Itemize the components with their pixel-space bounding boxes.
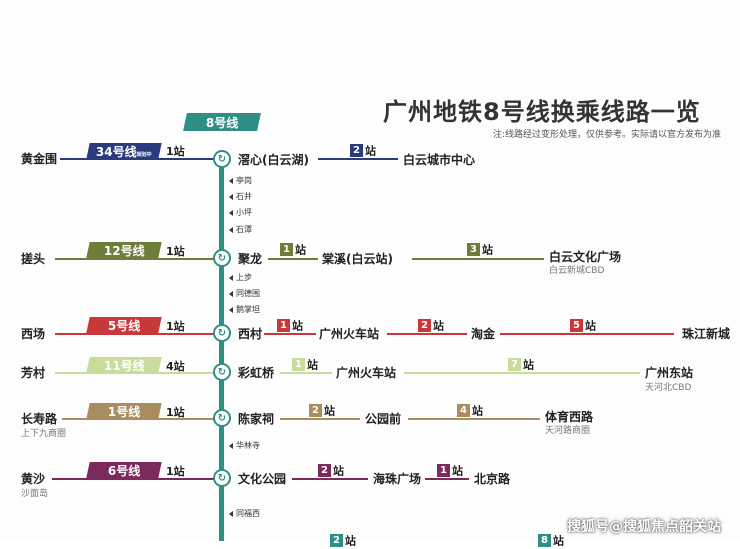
hub-station: 滘心(白云湖) bbox=[238, 153, 309, 167]
branch-line bbox=[268, 258, 318, 260]
branch-line bbox=[412, 258, 544, 260]
minor-station: 石潭 bbox=[229, 224, 252, 235]
hub-station: 彩虹桥 bbox=[238, 366, 275, 380]
side-subtitle: 沙面岛 bbox=[21, 489, 49, 499]
main-line-badge: 8号线 bbox=[183, 113, 261, 131]
terminal-subtitle: 天河北CBD bbox=[645, 383, 692, 393]
branch-line bbox=[387, 333, 467, 335]
branch-line bbox=[318, 158, 398, 160]
line-badge: 5号线 bbox=[86, 317, 162, 333]
terminal-station: 淘金 bbox=[471, 327, 496, 341]
side-station: 长寿路 bbox=[21, 412, 58, 426]
terminal-subtitle: 白云新城CBD bbox=[549, 266, 605, 276]
terminal-subtitle: 天河路商圈 bbox=[545, 426, 591, 436]
transfer-icon: ↻ bbox=[213, 150, 231, 168]
count-label: 4站 bbox=[166, 360, 185, 373]
side-subtitle: 上下九商圈 bbox=[21, 429, 67, 439]
branch-line bbox=[280, 418, 360, 420]
watermark: 搜狐号@搜狐焦点韶关站 bbox=[567, 519, 721, 535]
line-badge: 34号线规划中 bbox=[86, 143, 162, 159]
terminal-station: 广州火车站 bbox=[319, 327, 380, 341]
terminal-station: 海珠广场 bbox=[373, 472, 422, 486]
branch-line bbox=[55, 258, 220, 260]
count-label: 1站 bbox=[166, 465, 185, 478]
minor-station: 亭岗 bbox=[229, 175, 252, 186]
branch-line bbox=[264, 333, 316, 335]
branch-line bbox=[62, 418, 220, 420]
side-station: 芳村 bbox=[21, 366, 46, 380]
minor-station: 石井 bbox=[229, 191, 252, 202]
terminal-station: 广州火车站 bbox=[336, 366, 397, 380]
transfer-icon: ↻ bbox=[213, 409, 231, 427]
hub-station: 陈家祠 bbox=[238, 412, 275, 426]
line-badge: 1号线 bbox=[86, 403, 162, 419]
branch-line bbox=[408, 418, 540, 420]
terminal-station: 白云城市中心 bbox=[403, 153, 476, 167]
terminal-station: 体育西路 bbox=[545, 410, 594, 424]
branch-line bbox=[500, 333, 674, 335]
branch-line bbox=[60, 158, 220, 160]
count-label: 1站 bbox=[166, 320, 185, 333]
terminal-station: 棠溪(白云站) bbox=[322, 252, 393, 266]
branch-line bbox=[52, 478, 220, 480]
hub-station: 西村 bbox=[238, 327, 263, 341]
branch-line bbox=[280, 372, 332, 374]
terminal-station: 白云文化广场 bbox=[549, 250, 622, 264]
branch-line bbox=[404, 372, 640, 374]
count-label: 1站 bbox=[166, 245, 185, 258]
branch-line bbox=[292, 478, 368, 480]
branch-line bbox=[55, 333, 220, 335]
minor-station: 上步 bbox=[229, 272, 252, 283]
hub-station: 聚龙 bbox=[238, 252, 263, 266]
branch-line bbox=[55, 372, 220, 374]
transfer-icon: ↻ bbox=[213, 324, 231, 342]
branch-line bbox=[425, 478, 469, 480]
terminal-station: 公园前 bbox=[365, 412, 402, 426]
side-station: 搓头 bbox=[21, 252, 46, 266]
transfer-icon: ↻ bbox=[213, 469, 231, 487]
transfer-icon: ↻ bbox=[213, 363, 231, 381]
count-label: 1站 bbox=[166, 406, 185, 419]
line-badge: 6号线 bbox=[86, 462, 162, 478]
hub-station: 文化公园 bbox=[238, 472, 287, 486]
terminal-station: 北京路 bbox=[474, 472, 511, 486]
minor-station: 同福西 bbox=[229, 508, 260, 519]
segment-count-partial: 22站站 bbox=[330, 530, 356, 549]
disclaimer-note: 注:线路经过变形处理，仅供参考。实际请以官方发布为准 bbox=[493, 130, 722, 140]
minor-station: 鹅掌坦 bbox=[229, 304, 260, 315]
line-badge: 11号线 bbox=[86, 357, 162, 373]
transfer-icon: ↻ bbox=[213, 249, 231, 267]
count-label: 1站 bbox=[166, 145, 185, 158]
line-badge: 12号线 bbox=[86, 242, 162, 258]
minor-station: 小坪 bbox=[229, 207, 252, 218]
minor-station: 同德围 bbox=[229, 288, 260, 299]
minor-station: 华林寺 bbox=[229, 440, 260, 451]
side-station: 西场 bbox=[21, 327, 46, 341]
main-line-track bbox=[219, 160, 224, 541]
side-station: 黄金围 bbox=[21, 152, 58, 166]
terminal-station: 广州东站 bbox=[645, 366, 694, 380]
side-station: 黄沙 bbox=[21, 472, 46, 486]
terminal-station: 珠江新城 bbox=[682, 327, 731, 341]
page-title: 广州地铁8号线换乘线路一览 bbox=[383, 98, 701, 126]
